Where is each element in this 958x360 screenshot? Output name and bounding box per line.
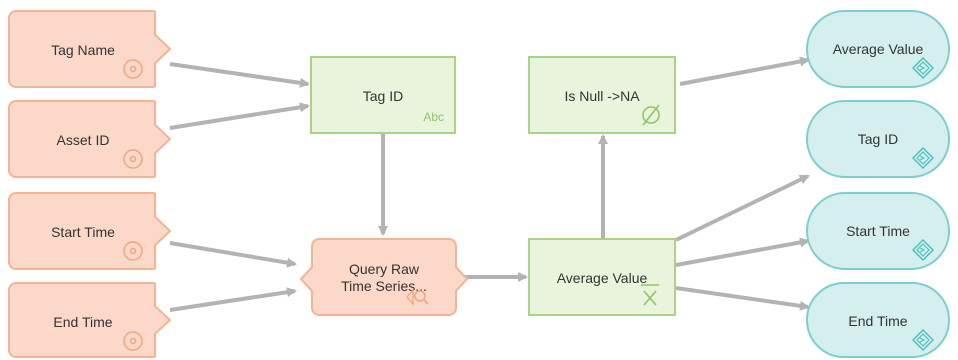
output-node-start-time[interactable]: Start Time: [806, 192, 950, 270]
node-notch: [154, 282, 172, 358]
process-label-line1: Query Raw: [348, 261, 420, 277]
process-label: Tag ID: [362, 88, 404, 104]
output-diamond-icon: [912, 57, 934, 79]
edge-isnull-to-out-average: [679, 56, 810, 86]
output-node-tag-id[interactable]: Tag ID: [806, 100, 950, 178]
mean-x-bar-icon: [641, 284, 659, 306]
edge-average-to-out-tagid: [675, 174, 810, 242]
target-icon: [123, 59, 143, 79]
target-icon: [123, 331, 143, 351]
query-right-notch: [455, 266, 469, 292]
node-notch: [154, 10, 172, 88]
output-diamond-icon: [912, 329, 934, 351]
input-node-end-time[interactable]: End Time: [8, 282, 172, 358]
process-label: Is Null ->NA: [564, 88, 640, 104]
abc-text-icon: Abc: [423, 110, 444, 124]
empty-set-icon: [642, 104, 660, 126]
output-node-end-time[interactable]: End Time: [806, 282, 950, 358]
output-node-average-value[interactable]: Average Value: [806, 10, 950, 88]
query-left-notch: [299, 266, 313, 292]
output-label: End Time: [848, 313, 908, 329]
process-node-average-value[interactable]: Average Value: [528, 238, 676, 316]
edge-assetid-to-tagid: [169, 102, 310, 130]
target-icon: [123, 149, 143, 169]
process-label-line2: Time Series...: [341, 278, 427, 294]
target-icon: [123, 241, 143, 261]
edge-starttime-to-query: [169, 241, 297, 268]
output-label: Start Time: [846, 223, 910, 239]
input-label: Tag Name: [51, 42, 115, 58]
process-node-tag-id[interactable]: Tag ID Abc: [310, 56, 456, 134]
output-label: Average Value: [832, 41, 924, 57]
edge-average-to-out-endtime: [675, 286, 810, 311]
input-label: Start Time: [51, 224, 115, 240]
process-node-is-null[interactable]: Is Null ->NA: [528, 56, 676, 134]
node-notch: [154, 100, 172, 178]
input-label: Asset ID: [56, 132, 110, 148]
output-diamond-icon: [912, 239, 934, 261]
input-label: End Time: [53, 314, 113, 330]
input-node-asset-id[interactable]: Asset ID: [8, 100, 172, 178]
output-diamond-icon: [912, 147, 934, 169]
edge-average-to-out-starttime: [675, 237, 810, 267]
edge-endtime-to-query: [169, 287, 297, 312]
output-label: Tag ID: [857, 131, 899, 147]
process-label: Average Value: [556, 270, 648, 286]
input-node-start-time[interactable]: Start Time: [8, 192, 172, 270]
process-node-query-raw-time-series[interactable]: Query Raw Time Series...: [299, 238, 469, 316]
input-node-tag-name[interactable]: Tag Name: [8, 10, 172, 88]
node-notch: [154, 192, 172, 270]
search-icon: [406, 288, 429, 306]
edge-tagname-to-tagid: [169, 62, 310, 88]
